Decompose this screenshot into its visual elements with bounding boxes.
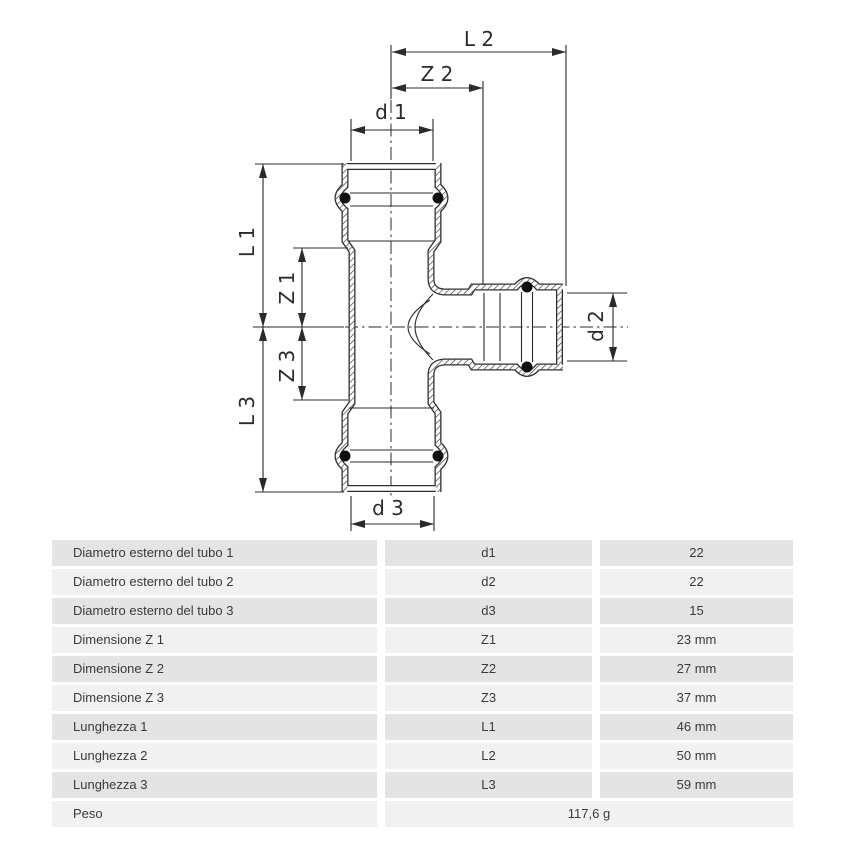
spec-label: Lunghezza 1 xyxy=(52,714,377,740)
fitting-body-walls xyxy=(334,163,563,492)
spec-table: Diametro esterno del tubo 1 d1 22 Diamet… xyxy=(52,540,793,830)
oring-bottom-left xyxy=(339,450,351,462)
dimension-arrowheads xyxy=(259,48,617,528)
spec-symbol: Z2 xyxy=(385,656,592,682)
spec-label: Lunghezza 3 xyxy=(52,772,377,798)
table-row: Diametro esterno del tubo 2 d2 22 xyxy=(52,569,793,595)
dim-label-z3: Z 3 xyxy=(275,349,299,383)
oring-branch-bottom xyxy=(521,361,533,373)
spec-value: 46 mm xyxy=(600,714,793,740)
spec-label: Diametro esterno del tubo 2 xyxy=(52,569,377,595)
dim-label-d1: d 1 xyxy=(375,100,407,124)
spec-value: 27 mm xyxy=(600,656,793,682)
dim-label-l2: L 2 xyxy=(463,27,495,51)
dim-label-l3: L 3 xyxy=(235,395,259,427)
table-row: Dimensione Z 2 Z2 27 mm xyxy=(52,656,793,682)
dim-label-z2: Z 2 xyxy=(420,62,454,86)
table-row: Dimensione Z 3 Z3 37 mm xyxy=(52,685,793,711)
dim-label-l1: L 1 xyxy=(235,226,259,258)
spec-symbol: Z3 xyxy=(385,685,592,711)
table-row: Lunghezza 1 L1 46 mm xyxy=(52,714,793,740)
centerlines xyxy=(345,100,628,497)
dim-label-d2: d 2 xyxy=(584,310,608,342)
table-row: Diametro esterno del tubo 1 d1 22 xyxy=(52,540,793,566)
spec-symbol: L2 xyxy=(385,743,592,769)
spec-value: 59 mm xyxy=(600,772,793,798)
table-row-weight: Peso 117,6 g xyxy=(52,801,793,827)
extension-lines xyxy=(253,45,627,531)
oring-bottom-right xyxy=(432,450,444,462)
table-row: Lunghezza 3 L3 59 mm xyxy=(52,772,793,798)
spec-label: Diametro esterno del tubo 3 xyxy=(52,598,377,624)
oring-top-right xyxy=(432,192,444,204)
spec-symbol: L3 xyxy=(385,772,592,798)
interior-lines xyxy=(349,192,534,463)
spec-value: 15 xyxy=(600,598,793,624)
spec-label: Dimensione Z 2 xyxy=(52,656,377,682)
spec-symbol: Z1 xyxy=(385,627,592,653)
spec-symbol: L1 xyxy=(385,714,592,740)
table-row: Diametro esterno del tubo 3 d3 15 xyxy=(52,598,793,624)
spec-label: Dimensione Z 1 xyxy=(52,627,377,653)
spec-value: 117,6 g xyxy=(385,801,793,827)
fitting-technical-drawing: L 2 Z 2 d 1 L 1 Z 1 Z 3 L 3 d 2 d 3 xyxy=(235,27,628,531)
oring-seals xyxy=(339,192,533,462)
spec-symbol: d1 xyxy=(385,540,592,566)
fitting-diagram-svg xyxy=(253,45,628,531)
spec-label: Lunghezza 2 xyxy=(52,743,377,769)
spec-value: 50 mm xyxy=(600,743,793,769)
oring-top-left xyxy=(339,192,351,204)
spec-label: Diametro esterno del tubo 1 xyxy=(52,540,377,566)
spec-value: 22 xyxy=(600,569,793,595)
spec-symbol: d3 xyxy=(385,598,592,624)
table-row: Lunghezza 2 L2 50 mm xyxy=(52,743,793,769)
spec-symbol: d2 xyxy=(385,569,592,595)
dim-label-z1: Z 1 xyxy=(275,271,299,305)
oring-branch-top xyxy=(521,281,533,293)
dim-label-d3: d 3 xyxy=(372,496,404,520)
spec-value: 23 mm xyxy=(600,627,793,653)
spec-value: 37 mm xyxy=(600,685,793,711)
spec-label: Peso xyxy=(52,801,377,827)
spec-value: 22 xyxy=(600,540,793,566)
spec-label: Dimensione Z 3 xyxy=(52,685,377,711)
table-row: Dimensione Z 1 Z1 23 mm xyxy=(52,627,793,653)
